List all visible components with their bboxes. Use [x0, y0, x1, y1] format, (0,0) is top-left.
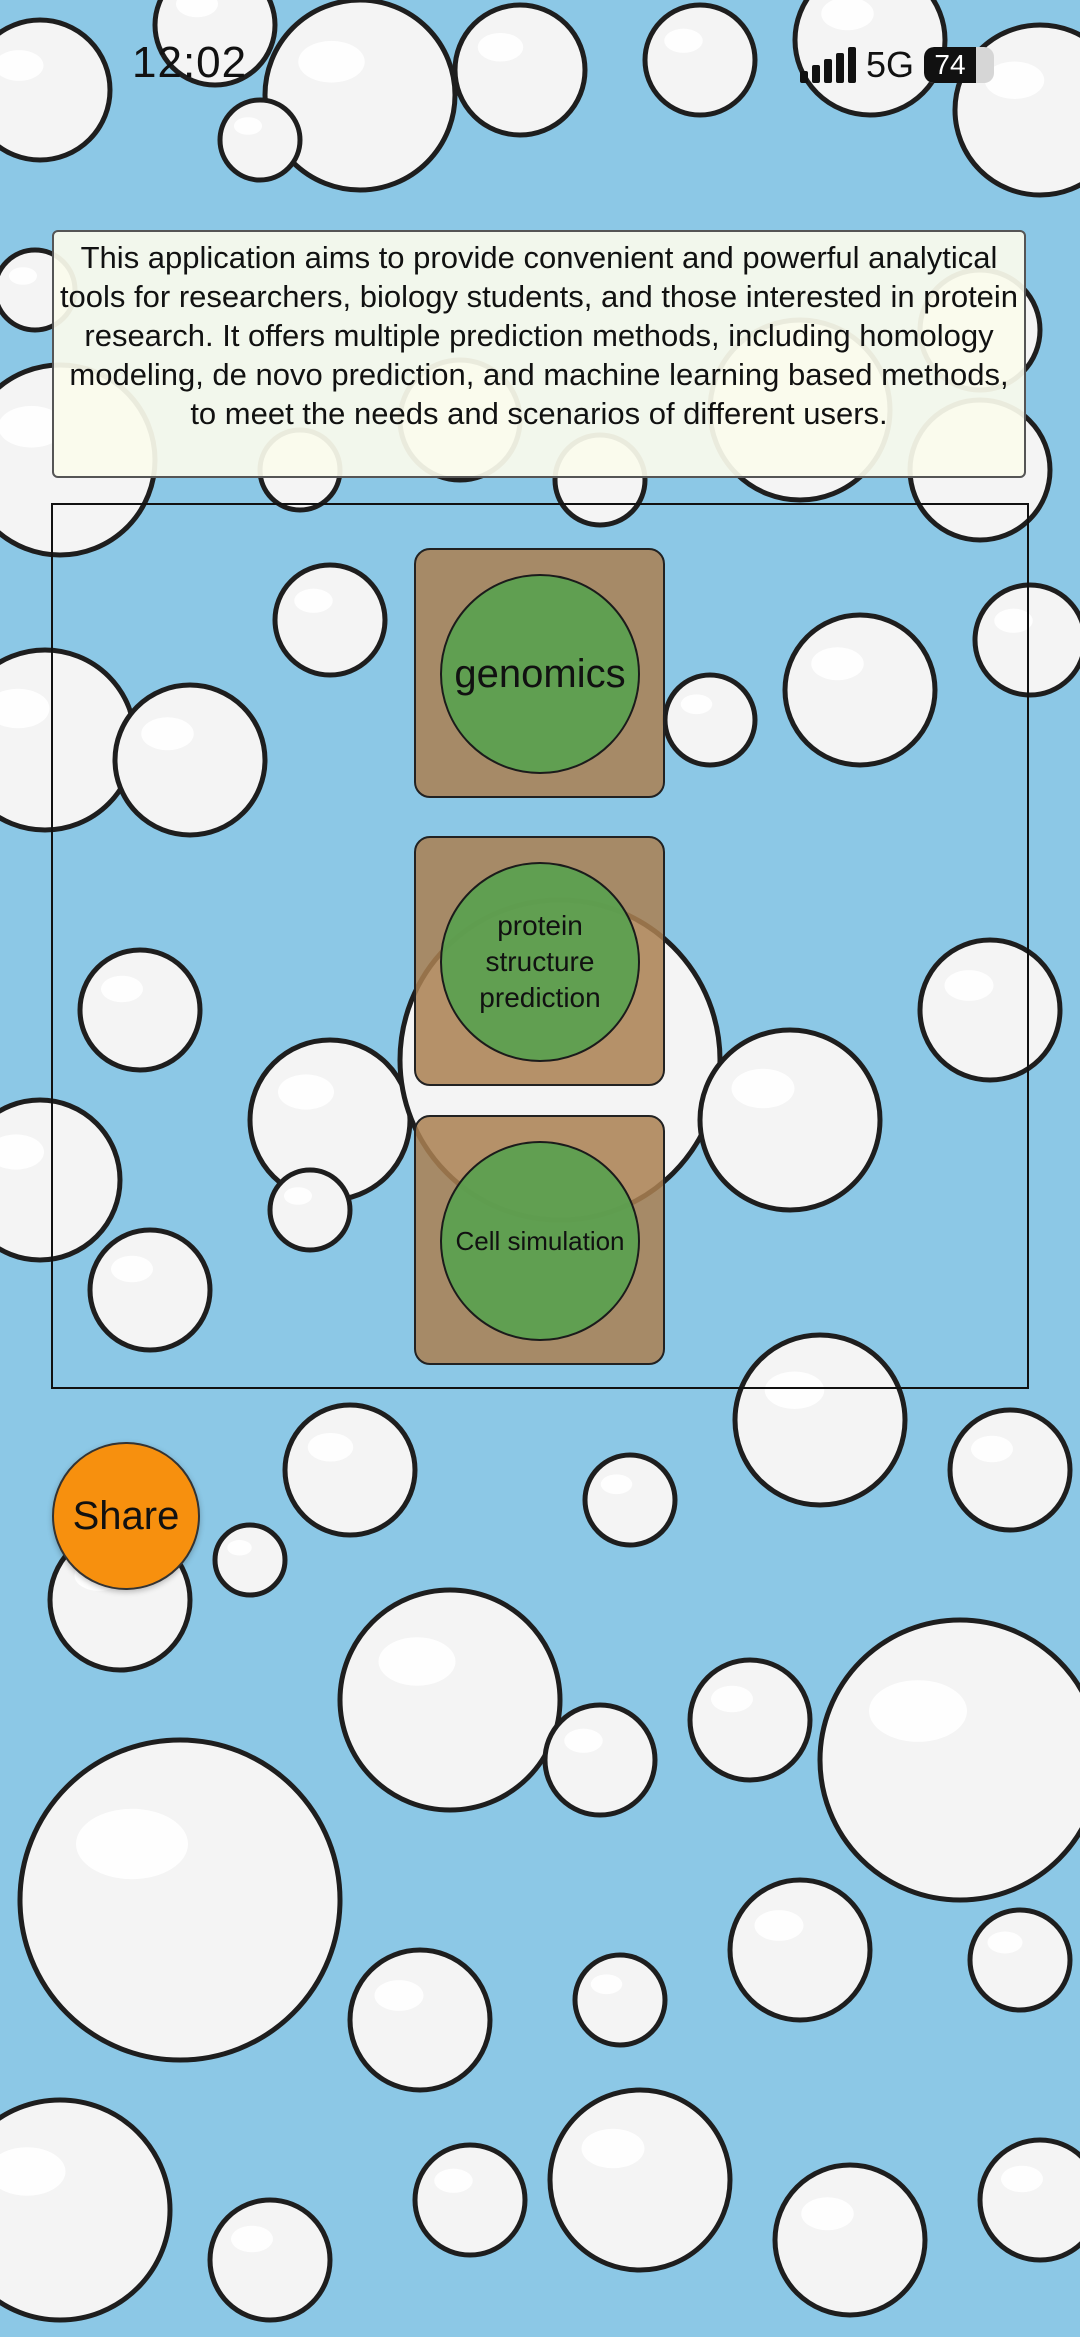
bubble-highlight: [284, 1187, 312, 1205]
status-bar: 12:02 5G 74: [0, 0, 1080, 130]
bubble-highlight: [9, 267, 37, 285]
bubble-highlight: [600, 1474, 633, 1495]
bubble-highlight: [378, 1637, 456, 1686]
menu-frame: [51, 503, 1029, 1389]
bubble-highlight: [101, 975, 143, 1003]
bubble-highlight: [76, 1808, 188, 1880]
bubble-highlight: [984, 61, 1045, 99]
bubble-highlight: [176, 0, 218, 18]
battery-level: 74: [934, 49, 966, 80]
bubble-highlight: [994, 608, 1033, 633]
bubble: [547, 2087, 733, 2273]
bubble-highlight: [0, 50, 44, 81]
bubble-highlight: [0, 405, 65, 448]
bubble: [582, 1452, 678, 1548]
bubble: [977, 2137, 1080, 2263]
bubble: [817, 1617, 1080, 1903]
bubble-highlight: [564, 1728, 603, 1753]
bubble-highlight: [754, 1910, 804, 1941]
bubble-highlight: [227, 1540, 252, 1556]
battery-fill: [924, 47, 976, 83]
bubble-highlight: [987, 1931, 1023, 1954]
cell-simulation-card[interactable]: Cell simulation: [414, 1115, 665, 1365]
bubble-highlight: [278, 1074, 334, 1110]
genomics-label: genomics: [454, 651, 626, 696]
bubble: [772, 2162, 928, 2318]
bubble-highlight: [590, 1974, 623, 1995]
status-time: 12:02: [132, 38, 248, 87]
bubble: [17, 1737, 343, 2063]
bubble: [282, 1402, 418, 1538]
bubble-highlight: [0, 2147, 66, 2196]
bubble-highlight: [811, 647, 864, 681]
bubble: [152, 0, 278, 88]
protein-structure-prediction-button[interactable]: protein structure prediction: [440, 862, 640, 1062]
bubble-highlight: [234, 117, 262, 135]
bubble-highlight: [294, 588, 333, 613]
bubble-highlight: [944, 970, 994, 1001]
bubble-highlight: [869, 1680, 967, 1742]
bubble: [542, 1702, 658, 1818]
bubble: [687, 1657, 813, 1783]
bubble-highlight: [821, 0, 874, 31]
bubble-highlight: [298, 40, 365, 83]
genomics-card[interactable]: genomics: [414, 548, 665, 798]
bubble-highlight: [0, 1134, 44, 1170]
bubble-highlight: [0, 688, 50, 729]
share-button[interactable]: Share: [52, 1442, 200, 1590]
bubble-highlight: [477, 32, 524, 62]
bubble: [212, 1522, 288, 1598]
protein-structure-prediction-label: protein structure prediction: [479, 910, 601, 1013]
bubble: [572, 1952, 668, 2048]
bubble: [207, 2197, 333, 2323]
bubble-highlight: [434, 2168, 473, 2193]
signal-icon: [799, 47, 856, 83]
bubble-highlight: [374, 1980, 424, 2011]
bubble: [412, 2142, 528, 2258]
intro-description: This application aims to provide conveni…: [52, 230, 1026, 478]
bubble: [337, 1587, 563, 1813]
cell-simulation-label: Cell simulation: [455, 1225, 625, 1256]
bubble-highlight: [664, 28, 703, 53]
bubble: [727, 1877, 873, 2023]
cell-simulation-button[interactable]: Cell simulation: [440, 1141, 640, 1341]
bubble-highlight: [231, 2225, 273, 2253]
status-indicators: 5G 74: [799, 42, 994, 88]
genomics-button[interactable]: genomics: [440, 574, 640, 774]
bubble: [967, 1907, 1073, 2013]
bubble-highlight: [141, 717, 194, 751]
battery-icon: 74: [924, 47, 994, 83]
protein-structure-prediction-card[interactable]: protein structure prediction: [414, 836, 665, 1086]
bubble-highlight: [680, 694, 713, 715]
bubble: [347, 1947, 493, 2093]
bubble-highlight: [111, 1255, 153, 1283]
bubble-highlight: [971, 1435, 1013, 1463]
bubble-highlight: [307, 1432, 354, 1462]
bubble-highlight: [764, 1371, 825, 1409]
bubble-highlight: [581, 2128, 645, 2169]
bubble: [792, 0, 948, 118]
bubble-highlight: [801, 2197, 854, 2231]
bubble: [947, 1407, 1073, 1533]
bubble-highlight: [1001, 2165, 1043, 2193]
bubble-highlight: [731, 1068, 795, 1109]
bubble-highlight: [711, 1685, 753, 1713]
network-type: 5G: [865, 44, 914, 85]
